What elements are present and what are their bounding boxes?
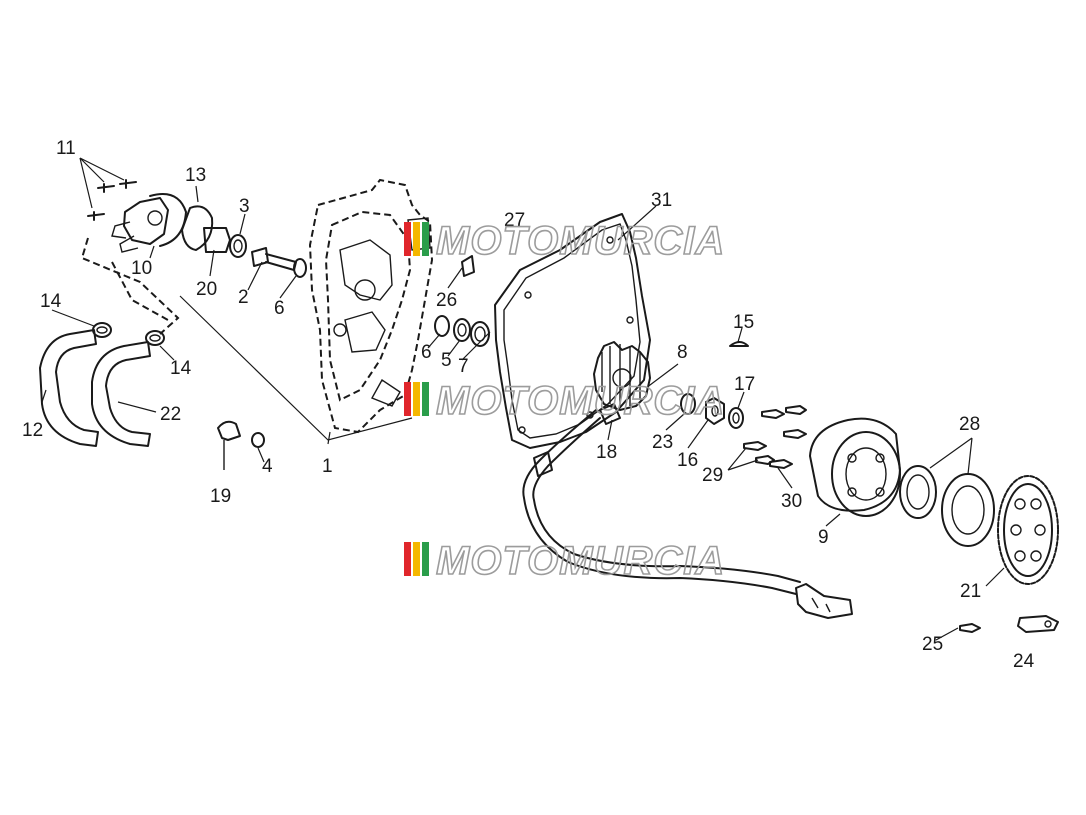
callout-28: 28 xyxy=(959,414,980,435)
callout-9: 9 xyxy=(818,527,829,548)
starter-gear xyxy=(997,475,1059,585)
stator-assembly xyxy=(593,341,651,411)
watermark-middle: MOTOMURCIA xyxy=(404,378,725,424)
callout-6b: 6 xyxy=(421,342,432,363)
stator-screws xyxy=(743,405,807,469)
pump-hose-routing xyxy=(80,237,180,335)
callout-7: 7 xyxy=(458,356,469,377)
pump-shaft xyxy=(251,247,307,278)
callout-11: 11 xyxy=(56,138,76,159)
water-pump-housing xyxy=(111,193,187,253)
callout-20: 20 xyxy=(196,279,217,300)
hose-clamps xyxy=(92,322,165,346)
callout-labels: 11 13 3 10 20 2 6 14 14 12 22 19 4 1 26 … xyxy=(22,138,1035,672)
callout-10: 10 xyxy=(131,258,152,279)
callout-14b: 14 xyxy=(170,358,192,379)
flywheel-rotor xyxy=(809,417,901,517)
pump-gasket xyxy=(181,205,214,251)
woodruff-key xyxy=(729,341,749,347)
callout-18: 18 xyxy=(596,442,617,463)
starter-clutch-ring xyxy=(941,473,995,547)
callout-16: 16 xyxy=(677,450,698,471)
pump-impeller xyxy=(203,227,247,258)
callout-13: 13 xyxy=(185,165,206,186)
crankcase-cover xyxy=(308,178,434,434)
callout-29: 29 xyxy=(702,465,723,486)
callout-24: 24 xyxy=(1013,651,1035,672)
callout-22: 22 xyxy=(160,404,181,425)
callout-21: 21 xyxy=(960,581,981,602)
watermark-bottom: MOTOMURCIA xyxy=(404,538,725,584)
coolant-hose-left xyxy=(39,329,99,447)
callout-14a: 14 xyxy=(40,291,62,312)
wiring-harness xyxy=(522,409,853,619)
callout-17: 17 xyxy=(734,374,755,395)
drain-washer xyxy=(251,432,265,448)
callout-25: 25 xyxy=(922,634,943,655)
callout-5: 5 xyxy=(441,350,452,371)
flywheel-nut xyxy=(705,397,725,425)
callout-1: 1 xyxy=(322,456,333,477)
gear-screw xyxy=(959,623,981,633)
callout-31: 31 xyxy=(651,190,672,211)
pickup-sensor xyxy=(599,403,621,425)
callout-4: 4 xyxy=(262,456,273,477)
callout-15: 15 xyxy=(733,312,754,333)
callout-23: 23 xyxy=(652,432,673,453)
coolant-hose-right xyxy=(91,341,151,447)
watermark-text: MOTOMURCIA xyxy=(436,539,725,583)
watermark-text: MOTOMURCIA xyxy=(436,379,725,423)
callout-8: 8 xyxy=(677,342,688,363)
pump-screws xyxy=(87,179,137,221)
callout-12: 12 xyxy=(22,420,43,441)
shaft-spacer xyxy=(680,393,696,415)
callout-26: 26 xyxy=(436,290,457,311)
starter-clutch-bearing xyxy=(899,465,937,519)
callout-2: 2 xyxy=(238,287,249,308)
callout-3: 3 xyxy=(239,196,250,217)
leader-lines xyxy=(41,157,1005,641)
callout-19: 19 xyxy=(210,486,231,507)
flywheel-washer xyxy=(728,407,744,429)
watermark-text: MOTOMURCIA xyxy=(436,219,725,263)
drain-plug xyxy=(217,420,241,470)
callout-30: 30 xyxy=(781,491,802,512)
shaft-seals xyxy=(434,315,490,347)
generator-gasket xyxy=(494,213,651,449)
callout-6a: 6 xyxy=(274,298,285,319)
mounting-bracket xyxy=(1017,615,1059,633)
callout-27: 27 xyxy=(504,210,525,231)
watermark-top: MOTOMURCIA xyxy=(404,218,725,264)
cover-bracket xyxy=(461,255,475,277)
